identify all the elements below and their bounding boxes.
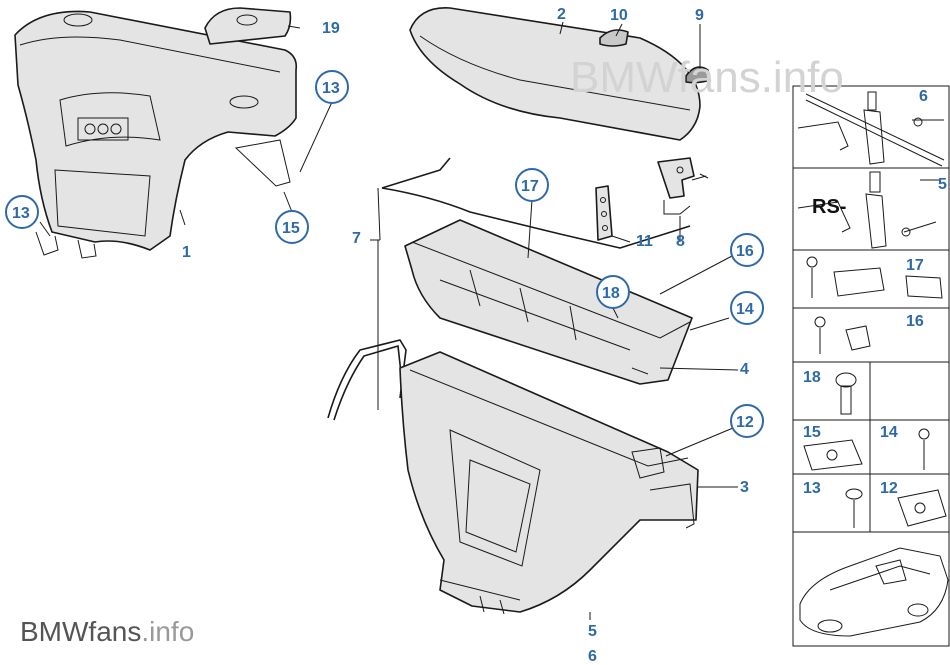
label-12-main: 12 [736,414,754,431]
part-labels: 1 19 13 15 13 2 10 9 7 17 11 8 18 16 14 … [12,6,947,665]
part-3-housing [399,351,699,615]
label-19: 19 [322,20,340,37]
side-part-12-grommet [897,489,947,527]
side-part-17-clips [806,256,943,299]
brand-logo: BMWfans.info [20,616,194,647]
side-label-14: 14 [880,424,898,441]
side-label-18: 18 [803,369,821,386]
side-label-6: 6 [919,88,928,105]
part-7-seal [327,339,407,421]
brand-logo-main: BMWfans [20,616,141,647]
side-label-13: 13 [803,480,821,497]
part-19-cap [204,7,292,45]
side-label-17: 17 [906,257,924,274]
side-part-18-screw [835,372,857,415]
side-part-15-nut [803,439,863,471]
label-11: 11 [636,233,653,250]
side-label-12: 12 [880,480,898,497]
label-7: 7 [352,230,361,247]
side-part-13-screw [845,488,863,528]
part-10-knob [599,29,629,47]
label-10: 10 [610,7,628,24]
side-label-16: 16 [906,313,924,330]
label-8: 8 [676,233,685,250]
side-panel-code: RS- [812,196,846,218]
label-1: 1 [182,244,191,261]
brand-logo-suffix: .info [141,616,194,647]
part-4-tray [404,219,693,385]
part-17-rod [381,157,691,249]
side-part-5-bracket [797,171,937,249]
side-panel: RS- [792,85,950,647]
watermark: BMWfans.info [570,53,844,102]
callout-circles [5,70,764,438]
label-4: 4 [740,361,749,378]
label-17-main: 17 [521,178,539,195]
side-label-15: 15 [803,424,821,441]
side-part-6-bracket [797,91,945,167]
part-2-lid [409,7,701,141]
label-18-main: 18 [602,285,620,302]
part-11-latch [595,185,613,241]
part-1-console-cover [14,10,298,259]
label-6-bottom: 6 [588,648,597,665]
part-8-hinge-lock [657,157,709,215]
side-part-16-clips [814,316,871,354]
label-16-main: 16 [736,243,754,260]
svg-text:BMWfans.info: BMWfans.info [20,616,194,647]
label-2: 2 [557,6,566,23]
label-3: 3 [740,479,749,496]
label-15-left: 15 [282,220,300,237]
label-13-left: 13 [12,205,30,222]
side-part-14-screw [918,428,930,470]
leader-lines [39,21,940,620]
label-9: 9 [695,7,704,24]
label-14-main: 14 [736,301,754,318]
part-9-knob [685,66,711,84]
label-5-bottom: 5 [588,623,597,640]
side-car-silhouette [799,547,949,637]
side-label-5: 5 [938,176,947,193]
label-13-upper: 13 [322,80,340,97]
